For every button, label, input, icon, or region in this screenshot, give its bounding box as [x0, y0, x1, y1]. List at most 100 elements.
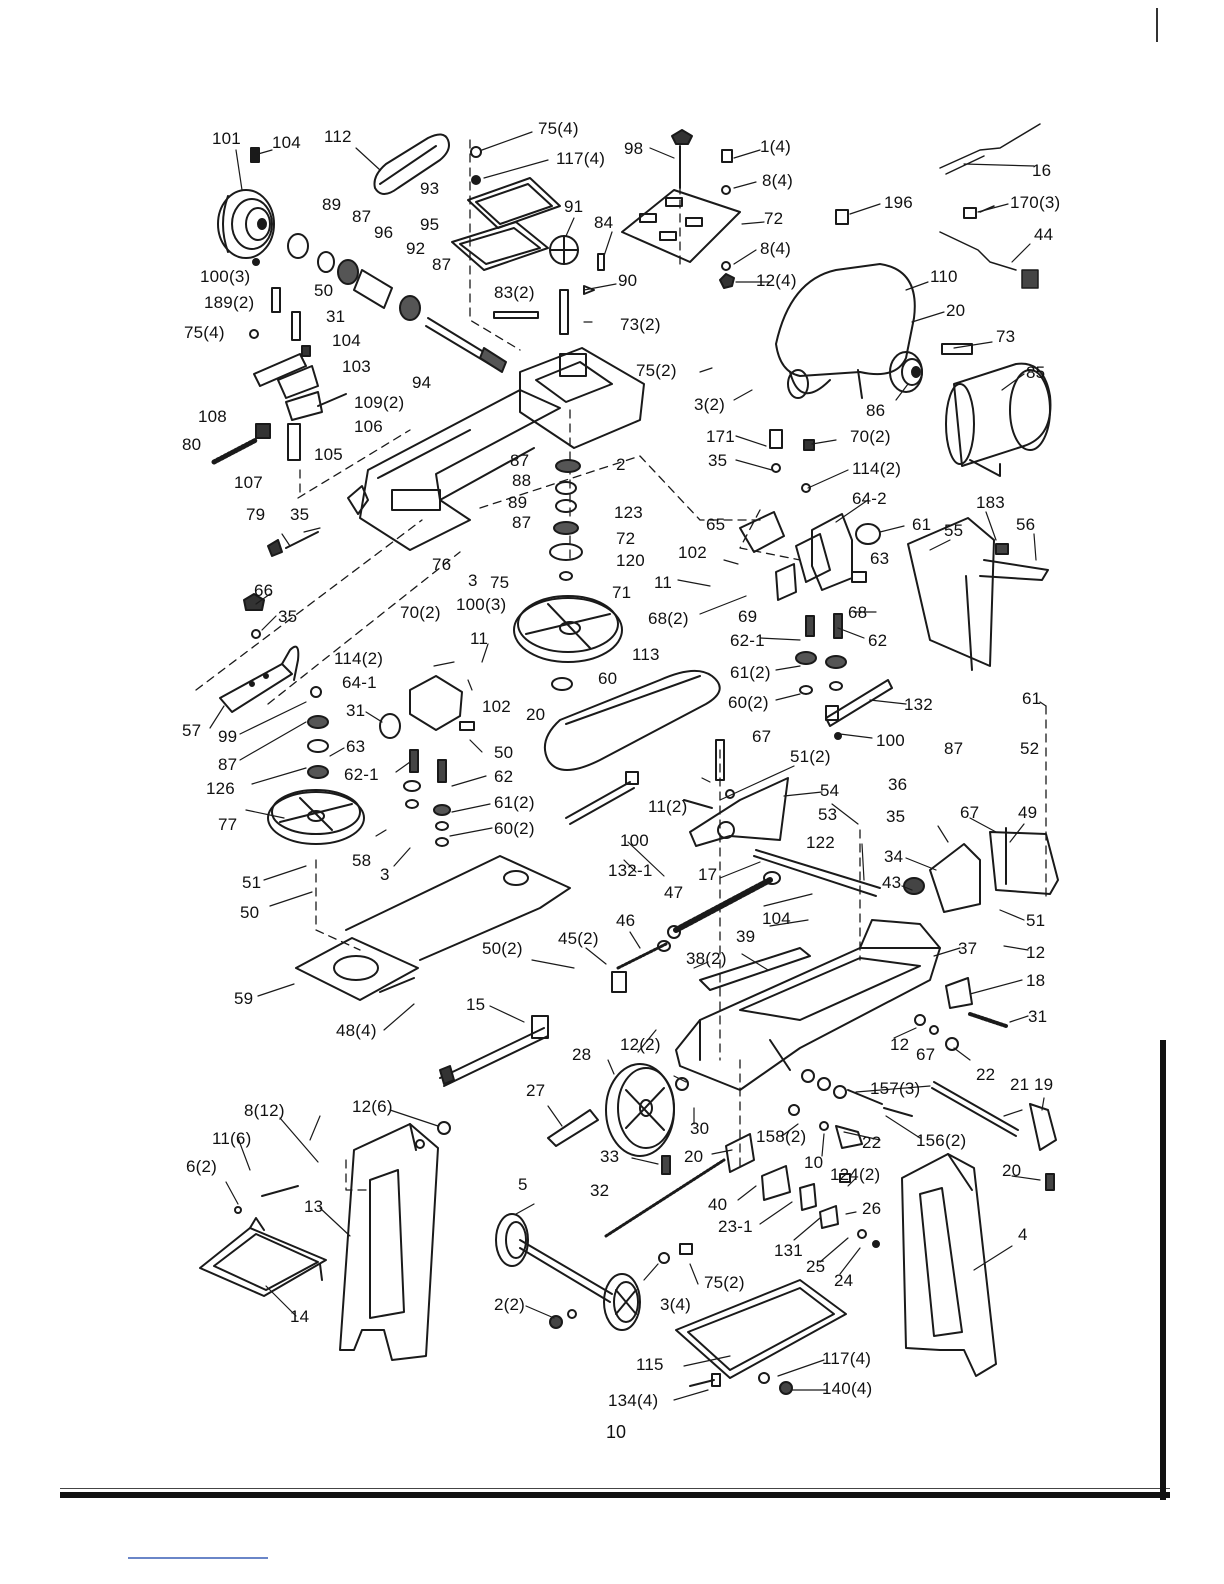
guide-block: [739, 429, 815, 601]
part-callout-label: 62: [868, 631, 888, 650]
stand-leg-left: [339, 1121, 451, 1361]
part-callout-label: 157(3): [870, 1079, 921, 1098]
bow-frame-arm: [347, 389, 561, 551]
part-callout-label: 87: [352, 207, 372, 226]
part-callout-label: 100(3): [200, 267, 251, 286]
part-callout-label: 35: [278, 607, 298, 626]
part-callout-label: 87: [218, 755, 238, 774]
part-callout-label: 8(4): [762, 171, 794, 190]
vise-fence: [903, 827, 1059, 913]
blade-wheel-left: [267, 686, 365, 845]
part-callout-label: 31: [1028, 1007, 1048, 1026]
part-callout-label: 31: [346, 701, 366, 720]
part-callout-label: 31: [326, 307, 346, 326]
scan-edge-tick: [1156, 8, 1158, 42]
part-callout-label: 75(2): [636, 361, 677, 380]
part-callout-label: 156(2): [916, 1131, 967, 1150]
part-callout-label: 67: [960, 803, 980, 822]
part-callout-label: 18: [1026, 971, 1046, 990]
part-callout-label: 60(2): [494, 819, 535, 838]
part-callout-label: 2: [616, 455, 626, 474]
vise-jaw: [683, 739, 789, 847]
part-callout-label: 33: [600, 1147, 620, 1166]
leader-lines: [209, 131, 1047, 1401]
feed-screw: [604, 1133, 880, 1248]
part-callout-label: 13: [304, 1197, 324, 1216]
part-callout-label: 35: [886, 807, 906, 826]
part-callout-label: 89: [508, 493, 528, 512]
part-callout-label: 158(2): [756, 1127, 807, 1146]
part-callout-label: 8(12): [244, 1101, 285, 1120]
part-callout-label: 124(2): [830, 1165, 881, 1184]
wheel-axle-assembly: [495, 1213, 693, 1331]
part-callout-label: 70(2): [400, 603, 441, 622]
part-callout-label: 72: [616, 529, 636, 548]
bow-pivot-shaft: [439, 971, 627, 1087]
part-callout-label: 92: [406, 239, 426, 258]
part-callout-label: 8(4): [760, 239, 792, 258]
part-callout-label: 24: [834, 1271, 854, 1290]
part-callout-label: 34: [884, 847, 904, 866]
part-callout-label: 37: [958, 939, 978, 958]
part-callout-label: 48(4): [336, 1021, 377, 1040]
part-callout-label: 58: [352, 851, 372, 870]
part-callout-label: 99: [218, 727, 238, 746]
guide-knob: [243, 531, 319, 639]
part-callout-label: 38(2): [686, 949, 727, 968]
part-callout-label: 20: [684, 1147, 704, 1166]
part-callout-label: 140(4): [822, 1379, 873, 1398]
set-screw-part: [250, 147, 260, 163]
blade-guide-rod: [565, 771, 639, 825]
part-callout-label: 102: [678, 543, 707, 562]
part-callout-label: 22: [862, 1133, 882, 1152]
blade-guard-plate: [295, 855, 571, 1001]
shelf-tray: [675, 1279, 847, 1395]
part-callout-label: 59: [234, 989, 254, 1008]
part-callout-label: 32: [590, 1181, 610, 1200]
part-callout-label: 61: [1022, 689, 1042, 708]
power-cord: [939, 123, 1041, 289]
part-callout-label: 45(2): [558, 929, 599, 948]
part-callout-label: 132-1: [608, 861, 653, 880]
step-pulley: [217, 189, 275, 259]
part-callout-label: 84: [594, 213, 614, 232]
part-callout-label: 63: [870, 549, 890, 568]
footer-rule: [60, 1492, 1170, 1498]
part-callout-label: 53: [818, 805, 838, 824]
part-callout-label: 123: [614, 503, 643, 522]
part-callout-label: 102: [482, 697, 511, 716]
part-callout-label: 67: [752, 727, 772, 746]
part-callout-label: 73(2): [620, 315, 661, 334]
part-callout-label: 183: [976, 493, 1005, 512]
part-callout-label: 75(4): [184, 323, 225, 342]
blade-guard-right: [907, 517, 1049, 671]
part-callout-label: 36: [888, 775, 908, 794]
part-callout-label: 134(4): [608, 1391, 659, 1410]
part-callout-label: 20: [946, 301, 966, 320]
part-callout-label: 100(3): [456, 595, 507, 614]
part-callout-label: 46: [616, 911, 636, 930]
part-callout-label: 28: [572, 1045, 592, 1064]
guide-bearing-assembly-left: [379, 675, 475, 847]
part-callout-label: 87: [944, 739, 964, 758]
stand-brace: [199, 1185, 327, 1297]
mounting-plate: [621, 129, 977, 289]
spacers-bearings: [287, 233, 421, 321]
part-callout-label: 68: [848, 603, 868, 622]
part-callout-label: 3(4): [660, 1295, 692, 1314]
part-callout-label: 96: [374, 223, 394, 242]
part-callout-label: 20: [1002, 1161, 1022, 1180]
part-callout-label: 62-1: [730, 631, 765, 650]
part-callout-label: 11(2): [648, 797, 688, 816]
part-callout-label: 77: [218, 815, 238, 834]
part-callout-label: 22: [976, 1065, 996, 1084]
part-callout-label: 2(2): [494, 1295, 526, 1314]
part-callout-label: 11: [654, 573, 673, 592]
blade-wheel-upper: [513, 459, 623, 691]
gearbox-housing: [519, 347, 645, 449]
part-callout-label: 60(2): [728, 693, 769, 712]
part-callout-label: 17: [698, 865, 718, 884]
part-callout-label: 55: [944, 521, 964, 540]
part-callout-label: 44: [1034, 225, 1054, 244]
